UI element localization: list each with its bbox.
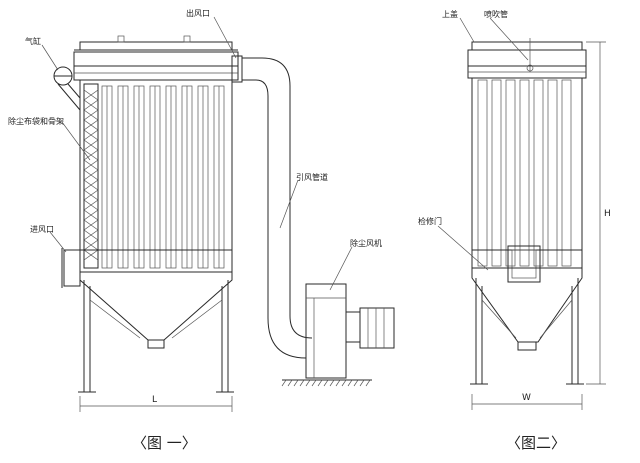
- caption-figure1: 〈图 一〉: [132, 434, 197, 452]
- figure2-drawing: [437, 17, 606, 410]
- label-filter-bag: 除尘布袋和骨架: [8, 116, 64, 126]
- label-inlet: 进风口: [30, 225, 54, 234]
- filter-bags-side: [477, 79, 572, 267]
- filter-bag-section: [83, 83, 99, 269]
- label-top-cover: 上盖: [442, 9, 458, 19]
- label-outlet: 出风口: [186, 8, 210, 18]
- figure1-drawing: [41, 16, 395, 412]
- fan-unit: [281, 283, 395, 387]
- dimension-h: H: [604, 209, 611, 219]
- label-access-door: 检修门: [418, 216, 442, 226]
- label-cylinder: 气缸: [25, 36, 41, 46]
- dimension-l: L: [152, 395, 157, 405]
- dimension-w: W: [522, 393, 531, 403]
- label-fan: 除尘风机: [350, 238, 382, 248]
- label-blow-pipe: 喷吹管: [484, 9, 508, 19]
- filter-bags: [101, 85, 225, 269]
- caption-figure2: 〈图二〉: [506, 434, 566, 452]
- label-duct: 引风管道: [296, 172, 328, 182]
